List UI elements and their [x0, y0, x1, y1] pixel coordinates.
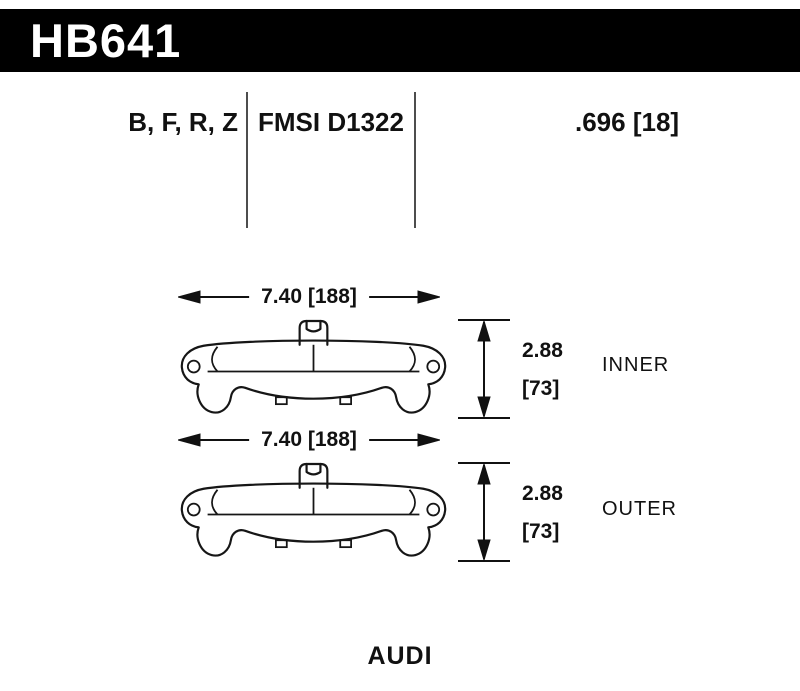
brake-pad-outline-inner: [180, 319, 447, 414]
header-bar: HB641: [0, 9, 800, 72]
pad-thickness: .696 [18]: [575, 107, 680, 137]
compound-codes: B, F, R, Z: [128, 107, 238, 137]
height-dim-arrow-icon: [458, 319, 510, 419]
height-dimension-outer: [458, 461, 510, 563]
width-dimension-outer: 7.40 [188]: [178, 428, 440, 452]
height-dim-text-inner: 2.88 [73]: [522, 332, 563, 408]
pad-position-label-outer: OUTER: [602, 498, 677, 520]
vehicle-label: AUDI: [367, 642, 433, 670]
part-number: HB641: [30, 14, 182, 67]
height-dim-arrow-icon: [458, 462, 510, 562]
pad-position-label-inner: INNER: [602, 354, 670, 376]
height-dim-mm: [73]: [522, 520, 560, 543]
fmsi-number: FMSI D1322: [258, 107, 404, 137]
width-dimension-inner: 7.40 [188]: [178, 285, 440, 309]
height-dim-inches: 2.88: [522, 339, 563, 362]
height-dimension-inner: [458, 318, 510, 420]
divider-line: [414, 92, 416, 228]
brake-pad-outline-outer: [180, 462, 447, 557]
divider-line: [246, 92, 248, 228]
width-dim-label: 7.40 [188]: [249, 428, 369, 452]
height-dim-inches: 2.88: [522, 482, 563, 505]
height-dim-mm: [73]: [522, 377, 560, 400]
height-dim-text-outer: 2.88 [73]: [522, 475, 563, 551]
width-dim-label: 7.40 [188]: [249, 285, 369, 309]
